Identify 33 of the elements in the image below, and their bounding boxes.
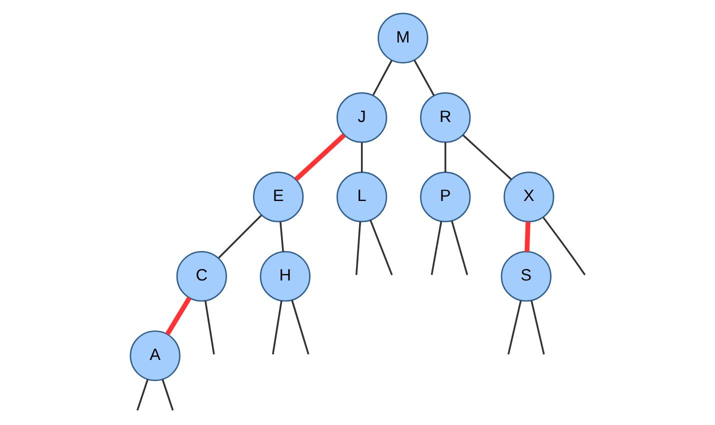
node-circle: E — [252, 172, 304, 222]
connector — [272, 300, 282, 354]
node-circle: A — [129, 330, 180, 382]
node-circle: R — [420, 92, 470, 143]
connector — [136, 379, 148, 411]
node-circle: H — [259, 251, 310, 302]
connector — [204, 300, 214, 354]
connector — [372, 60, 392, 96]
connector — [369, 220, 392, 276]
connector — [164, 296, 191, 336]
node-circle: M — [377, 12, 428, 64]
connector — [161, 379, 174, 411]
node-circle: X — [503, 172, 554, 222]
connector — [444, 142, 446, 172]
connector — [218, 214, 262, 259]
connector — [290, 300, 309, 355]
node-circle: P — [420, 172, 470, 222]
connector — [294, 133, 346, 182]
node-circle: J — [336, 92, 387, 143]
connector — [542, 216, 586, 276]
connector — [430, 221, 442, 276]
connector — [450, 220, 468, 276]
connector — [413, 60, 434, 96]
connector — [360, 142, 362, 172]
node-circle: C — [176, 251, 226, 302]
node-circle: S — [500, 251, 551, 302]
connector — [507, 300, 522, 354]
node-circle: L — [336, 172, 387, 222]
connector — [279, 222, 284, 252]
connector — [355, 222, 361, 275]
connector — [530, 300, 544, 354]
connector — [462, 134, 512, 180]
connector — [524, 222, 530, 252]
